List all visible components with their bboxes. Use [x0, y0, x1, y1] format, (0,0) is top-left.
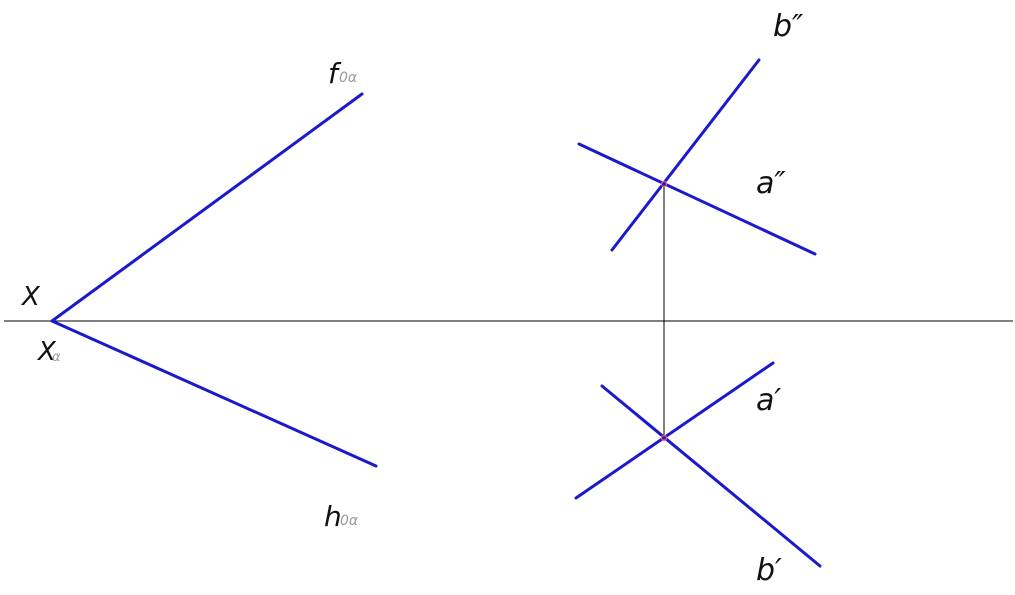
line-b-prime: [600, 384, 822, 568]
label-h-trace-sub: 0α: [340, 513, 359, 529]
frontal-trace-line: [50, 92, 364, 323]
line-a-prime: [574, 361, 775, 500]
label-h-trace: h: [324, 500, 342, 533]
horizontal-trace-line: [50, 319, 378, 468]
label-x-axis: X: [20, 282, 41, 312]
label-b-prime: b′: [756, 553, 782, 588]
label-x-alpha: X: [36, 337, 57, 367]
label-f-trace-sub: 0α: [339, 70, 358, 86]
line-b-double-prime: [610, 58, 761, 252]
label-x-alpha-sub: α: [52, 350, 61, 365]
label-b-double-prime: b″: [773, 9, 804, 44]
intersection-point-upper: [660, 180, 668, 188]
line-a-double-prime: [577, 142, 817, 256]
label-a-double-prime: a″: [756, 166, 786, 201]
intersection-point-lower: [660, 434, 668, 442]
label-a-prime: a′: [756, 383, 781, 418]
